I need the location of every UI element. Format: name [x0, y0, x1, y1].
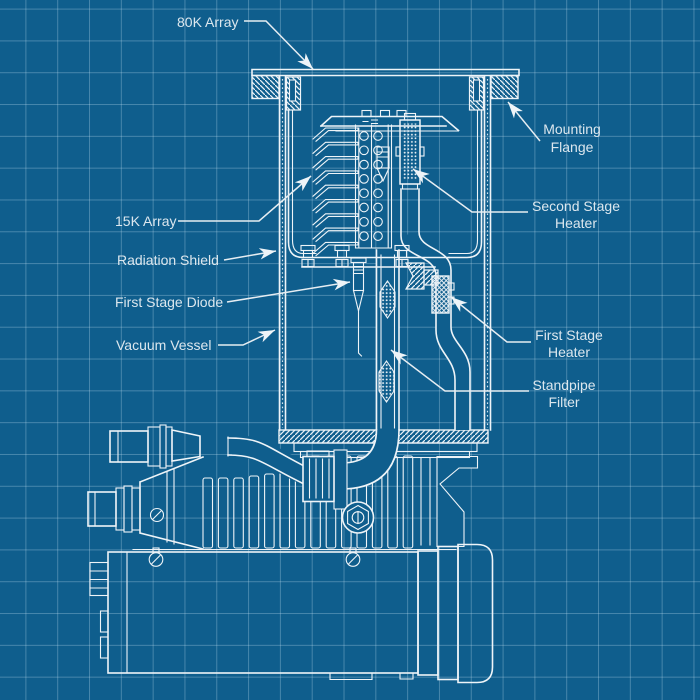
label-standpipe-filter-line1: Standpipe [532, 377, 595, 393]
standpipe-filter-upper [379, 280, 396, 319]
upper-connector-plug [109, 424, 229, 469]
leader-radiation-shield [223, 248, 277, 261]
plate-bolt [300, 244, 316, 268]
label-15k-array: 15K Array [115, 213, 176, 229]
array-15k-top-plate [319, 109, 460, 132]
hex-bolt [341, 501, 375, 534]
label-first-stage-heater-line1: First Stage [535, 327, 603, 343]
label-mounting-flange-line1: Mounting [543, 121, 601, 137]
plate-bolt [334, 244, 350, 268]
leader-first-stage-diode [226, 278, 351, 303]
leader-15k-array [178, 175, 312, 222]
leader-80k-array [244, 20, 314, 70]
shield-mount-post-right [468, 76, 485, 111]
leader-mounting-flange [507, 101, 541, 142]
second-stage-diode [376, 146, 390, 183]
cold-head-cone [138, 455, 205, 550]
label-radiation-shield: Radiation Shield [117, 252, 219, 268]
helium-supply-cable [227, 435, 310, 486]
leader-second-stage-heater [412, 168, 528, 213]
first-stage-diode [350, 257, 367, 357]
leader-first-stage-heater [450, 296, 531, 343]
plate-bolt [394, 244, 410, 268]
vacuum-vessel-wall-left [278, 75, 287, 431]
motor-housing [89, 551, 419, 681]
housing-screw-left [148, 547, 164, 567]
vacuum-vessel-wall-right [483, 75, 492, 431]
vessel-helium-connector [302, 449, 348, 510]
first-stage-heater-element [431, 275, 455, 314]
label-80k-array: 80K Array [177, 14, 238, 30]
mounting-flange-left [251, 74, 280, 100]
label-standpipe-filter-line2: Filter [548, 394, 579, 410]
array-15k-spacer-column [354, 124, 393, 249]
label-second-stage-heater-line2: Heater [555, 215, 597, 231]
label-first-stage-heater-line2: Heater [548, 344, 590, 360]
shield-mount-post-left [285, 76, 302, 111]
label-second-stage-heater-line1: Second Stage [532, 198, 620, 214]
label-first-stage-diode: First Stage Diode [115, 294, 223, 310]
second-stage-heater-element [395, 112, 425, 190]
motor-end-cylinder [417, 543, 494, 684]
standpipe-filter-lower [378, 360, 395, 403]
label-mounting-flange-line2: Flange [551, 139, 594, 155]
label-vacuum-vessel: Vacuum Vessel [116, 337, 211, 353]
mounting-flange-right [490, 74, 519, 100]
leader-standpipe-filter [390, 349, 529, 392]
array-15k-louvers [312, 127, 359, 257]
top-plate-80k [251, 68, 520, 77]
leader-vacuum-vessel [218, 329, 276, 346]
housing-screw-right [345, 547, 361, 567]
support-block-right [420, 455, 479, 548]
cone-screw [149, 507, 165, 523]
lower-connector-plug [87, 485, 141, 533]
